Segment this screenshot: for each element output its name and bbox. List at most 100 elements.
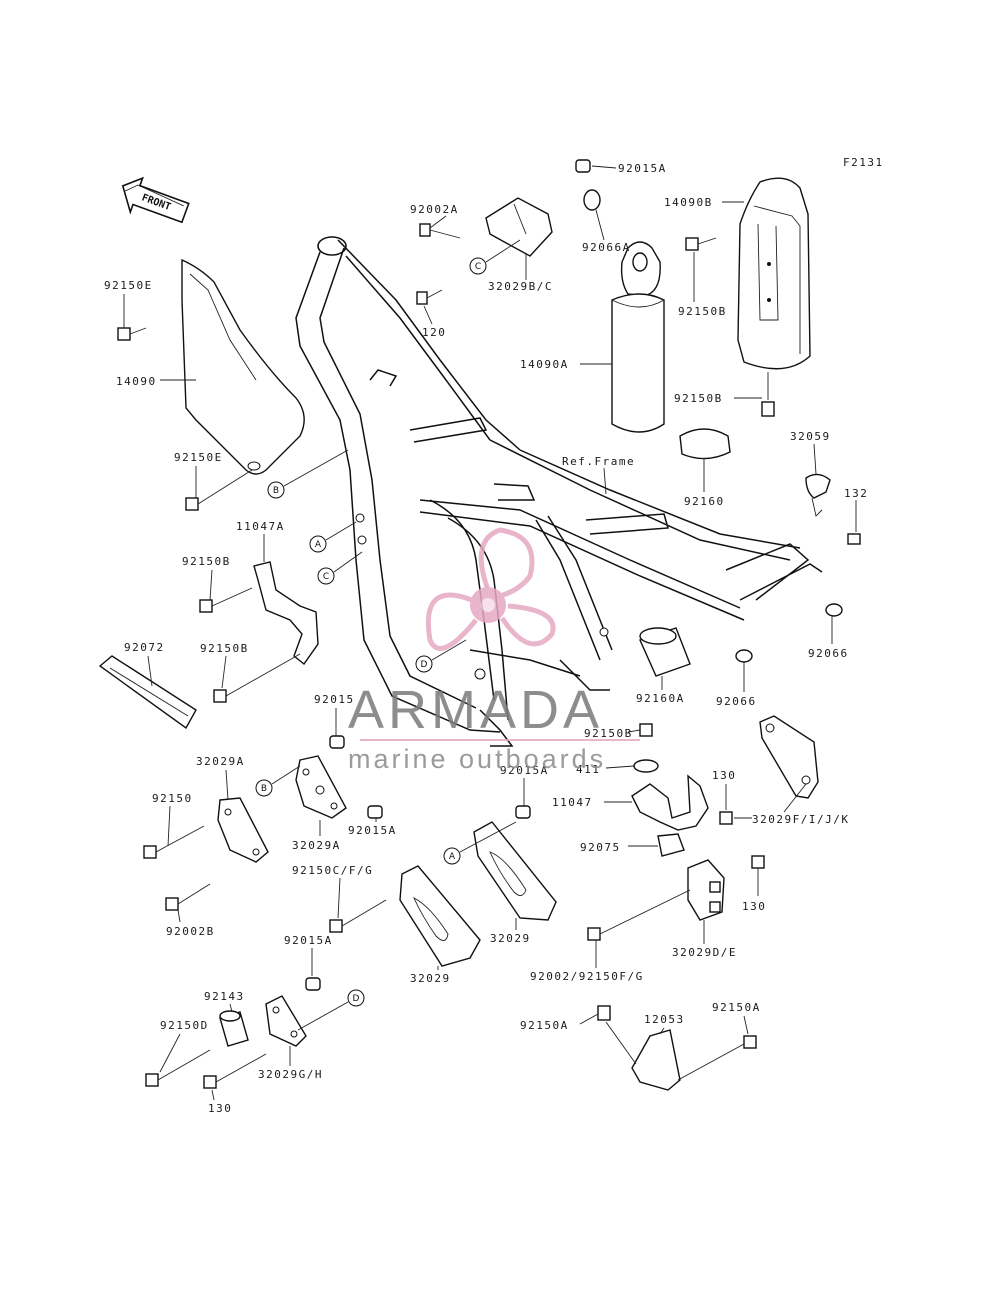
label-32059: 32059	[790, 430, 831, 443]
label-32029A-left: 32029A	[196, 755, 245, 768]
label-132: 132	[844, 487, 868, 500]
cap-92066-right	[825, 603, 843, 617]
svg-text:D: D	[353, 994, 360, 1004]
label-92072: 92072	[124, 641, 165, 654]
label-92066-right: 92066	[808, 647, 849, 660]
label-92015A-mid: 92015A	[348, 824, 397, 837]
bolt-130-right	[719, 811, 733, 825]
plate-32029-right	[473, 821, 557, 921]
watermark-tagline: marine outboards	[348, 744, 606, 774]
bolt-92150B-left-2	[213, 653, 301, 703]
motorcycle-frame	[295, 236, 823, 747]
leader-b2	[271, 765, 301, 785]
bolt-92002-92150FG	[587, 889, 691, 941]
label-92160: 92160	[684, 495, 725, 508]
nut-92015A-top	[575, 159, 591, 173]
label-130-lower: 130	[742, 900, 766, 913]
svg-text:C: C	[475, 262, 481, 272]
bolt-120	[416, 289, 443, 305]
callout-c1: C	[469, 257, 487, 275]
leader-a2	[459, 821, 517, 853]
callout-d1: D	[415, 655, 433, 673]
bolt-92150D	[145, 1049, 211, 1087]
bolt-92150A-left	[597, 1005, 611, 1021]
bracket-11047	[631, 774, 709, 831]
washer-92066A	[583, 189, 601, 211]
label-92015: 92015	[314, 693, 355, 706]
nut-92015	[329, 735, 345, 749]
shock-guard-14090B	[737, 177, 811, 370]
reference-frame-label: Ref.Frame	[562, 455, 635, 468]
side-cover-14090	[181, 258, 305, 475]
callout-c2: C	[317, 567, 335, 585]
label-92150A-right: 92150A	[712, 1001, 761, 1014]
label-92002-92150FG: 92002/92150F/G	[530, 970, 644, 983]
rubber-92075	[657, 833, 685, 857]
bolt-92150CFG	[329, 899, 387, 933]
watermark-brand: ARMADA	[348, 680, 603, 740]
label-92150E-bottom: 92150E	[174, 451, 223, 464]
plate-32029-left	[399, 865, 481, 967]
clip-32059	[805, 473, 831, 517]
label-32029FIJK: 32029F/I/J/K	[752, 813, 849, 826]
nut-92015A-low	[305, 977, 321, 991]
svg-text:A: A	[315, 540, 322, 550]
label-92150B-left-2: 92150B	[200, 642, 249, 655]
collar-92160A	[639, 627, 691, 677]
bolt-92150A-right	[743, 1035, 757, 1049]
label-92143: 92143	[204, 990, 245, 1003]
label-92150D: 92150D	[160, 1019, 209, 1032]
svg-text:C: C	[323, 572, 329, 582]
bolt-92150B-left-1	[199, 587, 253, 613]
cap-92160	[679, 428, 731, 460]
watermark: ARMADA marine outboards	[348, 527, 640, 774]
leader-c2	[333, 551, 363, 573]
label-14090: 14090	[116, 375, 157, 388]
label-14090B: 14090B	[664, 196, 713, 209]
label-92150B-left-1: 92150B	[182, 555, 231, 568]
collar-92143	[219, 1010, 249, 1047]
label-32029-left: 32029	[410, 972, 451, 985]
washer-411	[633, 759, 659, 773]
callout-a2: A	[443, 847, 461, 865]
bolt-92150B-shock	[685, 237, 699, 251]
strap-92072	[98, 655, 197, 730]
label-92150: 92150	[152, 792, 193, 805]
label-32029GH: 32029G/H	[258, 1068, 323, 1081]
watermark-propeller-icon	[425, 527, 556, 651]
mount-12053	[631, 1029, 681, 1091]
bolt-130-bottom	[203, 1053, 267, 1089]
label-32029A-mid: 32029A	[292, 839, 341, 852]
label-92150B-shock: 92150B	[678, 305, 727, 318]
label-92150B-mid: 92150B	[584, 727, 633, 740]
bracket-11047A	[253, 561, 319, 666]
label-32029DE: 32029D/E	[672, 946, 737, 959]
bolt-92150E-bottom	[185, 469, 253, 511]
leader-b1	[283, 449, 349, 487]
label-92066A: 92066A	[582, 241, 631, 254]
label-12053: 12053	[644, 1013, 685, 1026]
label-92002A: 92002A	[410, 203, 459, 216]
bracket-32029BC	[485, 197, 553, 257]
nut-92015A-mid	[367, 805, 383, 819]
label-92150CFG: 92150C/F/G	[292, 864, 373, 877]
bolt-92150B-mid	[639, 723, 653, 737]
label-92002B: 92002B	[166, 925, 215, 938]
plate-32029GH	[265, 995, 307, 1047]
svg-text:D: D	[421, 660, 428, 670]
label-130-right: 130	[712, 769, 736, 782]
reference-frame-leader	[603, 467, 607, 495]
label-92015A-top: 92015A	[618, 162, 667, 175]
label-32029BC: 32029B/C	[488, 280, 553, 293]
label-92075: 92075	[580, 841, 621, 854]
callout-a1: A	[309, 535, 327, 553]
bolt-92002B	[165, 883, 211, 911]
bolt-92150	[143, 825, 205, 859]
bolt-92002A	[419, 223, 461, 239]
label-11047: 11047	[552, 796, 593, 809]
label-92015A-low: 92015A	[284, 934, 333, 947]
label-411: 411	[576, 763, 600, 776]
leader-d2	[297, 1001, 349, 1031]
